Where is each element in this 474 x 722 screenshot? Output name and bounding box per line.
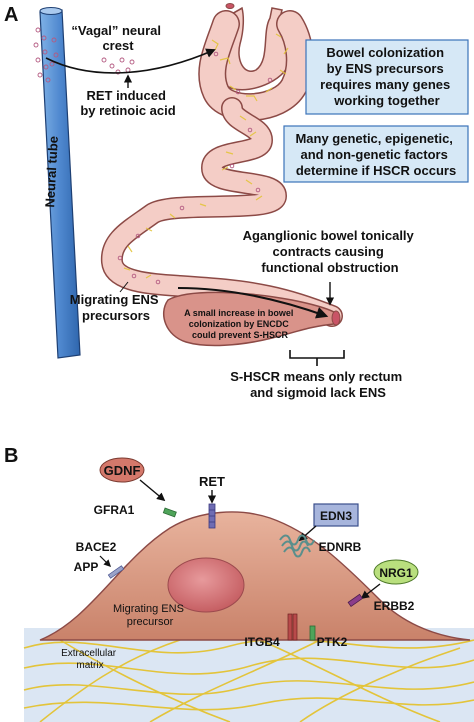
- erbb2-receptor: [347, 593, 364, 608]
- panel-b-letter: B: [4, 445, 18, 467]
- edn3-label: EDN3: [320, 509, 352, 523]
- ret-induced-label: RET induced by retinoic acid: [80, 88, 175, 118]
- gfra1-receptor: [162, 507, 177, 518]
- cell-nucleus: [167, 557, 245, 613]
- ptk2-protein: [309, 625, 316, 641]
- neural-tube: [39, 7, 81, 359]
- shscr-label: S-HSCR means only rectum and sigmoid lac…: [230, 369, 406, 400]
- migrating-label: Migrating ENS precursors: [70, 292, 162, 323]
- crest-migration-arrow: [45, 48, 216, 74]
- edn3-arrow: [298, 525, 317, 542]
- nrg1-ligand: [373, 559, 419, 585]
- small-increase-label: A small increase in bowel colonization b…: [184, 308, 296, 340]
- nrg1-label: NRG1: [379, 566, 413, 580]
- neural-tube-label: Neural tube: [42, 136, 61, 208]
- ret-label: RET: [199, 474, 225, 489]
- itgb4-label: ITGB4: [244, 635, 280, 649]
- gdnf-ligand: [99, 457, 145, 483]
- ednrb-label: EDNRB: [319, 540, 362, 554]
- extracellular-matrix: [23, 628, 474, 722]
- bace2-arrow: [99, 555, 112, 568]
- colonization-box-text: Bowel colonization by ENS precursors req…: [320, 45, 454, 108]
- ednrb-receptor: [279, 534, 315, 558]
- colonization-box: [305, 39, 469, 115]
- ens-precursor-cell: [39, 511, 471, 641]
- nrg1-arrow: [360, 583, 381, 600]
- edn3-ligand: [313, 503, 359, 527]
- gdnf-arrow: [139, 479, 166, 502]
- gut: [100, 3, 343, 347]
- ptk2-label: PTK2: [317, 635, 348, 649]
- colonization-arrow: [177, 287, 329, 319]
- vagal-crest-label: “Vagal” neural crest: [71, 23, 164, 53]
- shscr-bracket: [289, 350, 345, 366]
- bace2-label: BACE2: [76, 540, 117, 554]
- gdnf-label: GDNF: [104, 463, 141, 478]
- itgb4-receptor: [287, 613, 298, 641]
- migrating-pointer: [119, 281, 129, 293]
- ret-receptor: [208, 503, 216, 529]
- aganglionic-label: Aganglionic bowel tonically contracts ca…: [243, 228, 418, 275]
- erbb2-label: ERBB2: [374, 599, 415, 613]
- app-label: APP: [74, 560, 99, 574]
- factors-box-text: Many genetic, epigenetic, and non-geneti…: [295, 131, 456, 178]
- app-protein: [107, 565, 125, 579]
- neural-crest-cells: [33, 27, 135, 83]
- factors-box: [283, 125, 469, 183]
- gfra1-label: GFRA1: [94, 503, 135, 517]
- matrix-label: Extracellular matrix: [61, 648, 119, 671]
- panel-a-letter: A: [4, 4, 18, 26]
- cell-label: Migrating ENS precursor: [113, 603, 187, 628]
